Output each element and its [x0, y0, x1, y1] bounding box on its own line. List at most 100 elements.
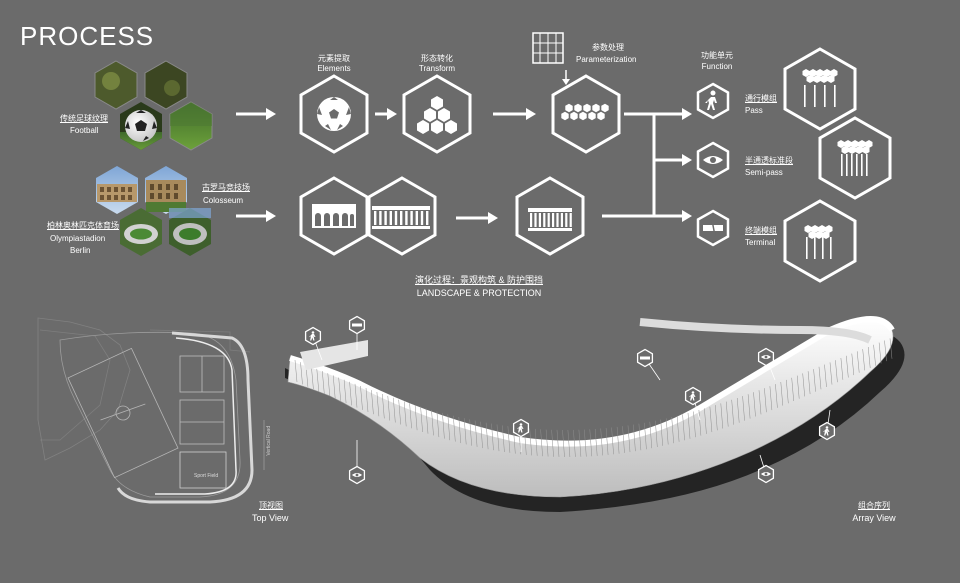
- wall-rib: [687, 412, 691, 439]
- wall-rib: [856, 351, 860, 373]
- module-cell: [855, 146, 863, 154]
- arrow-to-terminal: [682, 210, 692, 222]
- wall-rib: [332, 375, 336, 399]
- array-marker-eye-icon: [757, 347, 775, 367]
- honeycomb-cell: [583, 103, 591, 113]
- terminal-icon: [703, 219, 723, 237]
- wall-rib: [813, 369, 816, 392]
- module-leg: [866, 154, 868, 176]
- wall-rib: [764, 388, 767, 413]
- olympia-en2: Berlin: [70, 246, 91, 255]
- wall-rib: [371, 390, 374, 415]
- honeycomb-cell: [574, 103, 582, 113]
- param-en: Parameterization: [576, 55, 637, 64]
- wall-rib: [545, 429, 549, 457]
- terminal-icon: [352, 323, 362, 327]
- module-leg: [824, 85, 826, 107]
- wall-rib: [594, 428, 598, 456]
- wall-rib: [551, 429, 554, 457]
- array-marker-pedestrian-icon: [304, 326, 322, 346]
- wall-rib: [338, 377, 341, 401]
- module-cell: [816, 69, 824, 77]
- site-plan: [37, 317, 265, 504]
- module-cell: [822, 231, 830, 239]
- colosseum-en: Colosseum: [203, 196, 244, 205]
- colonnade-icon: [528, 208, 572, 231]
- elements-en: Elements: [317, 64, 351, 73]
- colonnade-column: [565, 213, 568, 227]
- wall-rib: [534, 428, 538, 456]
- honeycomb-cell: [565, 103, 573, 113]
- honeycomb-cell: [561, 111, 569, 121]
- module-leg: [814, 85, 816, 107]
- wall-rib: [600, 428, 603, 456]
- wall-rib: [453, 415, 456, 442]
- function-cn: 功能单元: [701, 51, 733, 60]
- wall-rib: [436, 411, 440, 438]
- terminal-cn: 终端模组: [745, 226, 777, 235]
- pedestrian-icon: [519, 423, 523, 426]
- module-leg: [846, 154, 848, 176]
- wall-rib: [605, 428, 609, 455]
- wall-rib: [300, 362, 303, 385]
- honeycomb-cell: [570, 111, 578, 121]
- wall-rib: [294, 359, 298, 383]
- wall-back-segment: [639, 318, 872, 344]
- wall-rib: [327, 373, 331, 397]
- wall-rib: [496, 424, 500, 452]
- hex-arches: [299, 176, 369, 256]
- colonnade-column: [538, 213, 541, 227]
- module-leg: [806, 237, 808, 259]
- wall-rib: [556, 429, 560, 457]
- module-cell: [808, 231, 816, 239]
- wall-rib: [671, 417, 674, 444]
- photo-hex-colosseum-b: [145, 166, 187, 214]
- hexagon-cluster-icon: [417, 96, 457, 134]
- wall-rib: [644, 422, 647, 450]
- evolution-cn: 演化过程：景观构筑 & 防护围挡: [414, 275, 544, 285]
- wall-rib: [387, 395, 391, 421]
- arrow-to-pass: [682, 108, 692, 120]
- colonnade-column: [415, 211, 418, 225]
- wall-rib: [398, 399, 401, 425]
- module-cell: [848, 146, 856, 154]
- hex-semi-pass: [696, 141, 730, 179]
- wall-rib: [316, 368, 320, 392]
- function-en: Function: [701, 62, 733, 71]
- photo-hex-soccer-ball: [120, 102, 162, 150]
- module-cell: [865, 140, 873, 148]
- wall-rib: [807, 371, 811, 395]
- wall-rib: [655, 420, 658, 448]
- grid-icon: [532, 32, 564, 64]
- flow-arrows: [236, 70, 692, 224]
- colonnade-column: [569, 213, 572, 227]
- module-cell: [830, 69, 838, 77]
- wall-rib: [824, 364, 827, 388]
- wall-rib: [884, 340, 887, 362]
- colonnade-column: [374, 211, 377, 225]
- wall-rib: [736, 397, 740, 423]
- wall-rib: [311, 366, 314, 390]
- array-marker-terminal-icon: [636, 348, 654, 368]
- module-cell: [811, 225, 819, 233]
- olympia-cn: 柏林奥林匹克体育场: [47, 221, 119, 230]
- wall-rib: [851, 353, 855, 376]
- wall-rib: [409, 403, 412, 429]
- pedestrian-icon: [825, 426, 829, 429]
- wall-rib: [829, 362, 833, 385]
- wall-rib: [758, 390, 762, 415]
- array-marker-pedestrian-icon: [684, 386, 702, 406]
- wall-rib: [567, 429, 571, 458]
- wall-rib: [393, 397, 396, 423]
- wall-rib: [349, 381, 352, 406]
- hex-terminal-module: [783, 199, 857, 283]
- colonnade-column: [552, 213, 555, 227]
- wall-rib: [846, 355, 849, 378]
- wall-rib: [425, 408, 429, 434]
- wall-rib: [840, 357, 844, 380]
- wall-rib: [611, 427, 614, 455]
- pedestrian-icon: [311, 331, 315, 334]
- wall-rib: [447, 414, 451, 441]
- wall-rib: [720, 403, 724, 429]
